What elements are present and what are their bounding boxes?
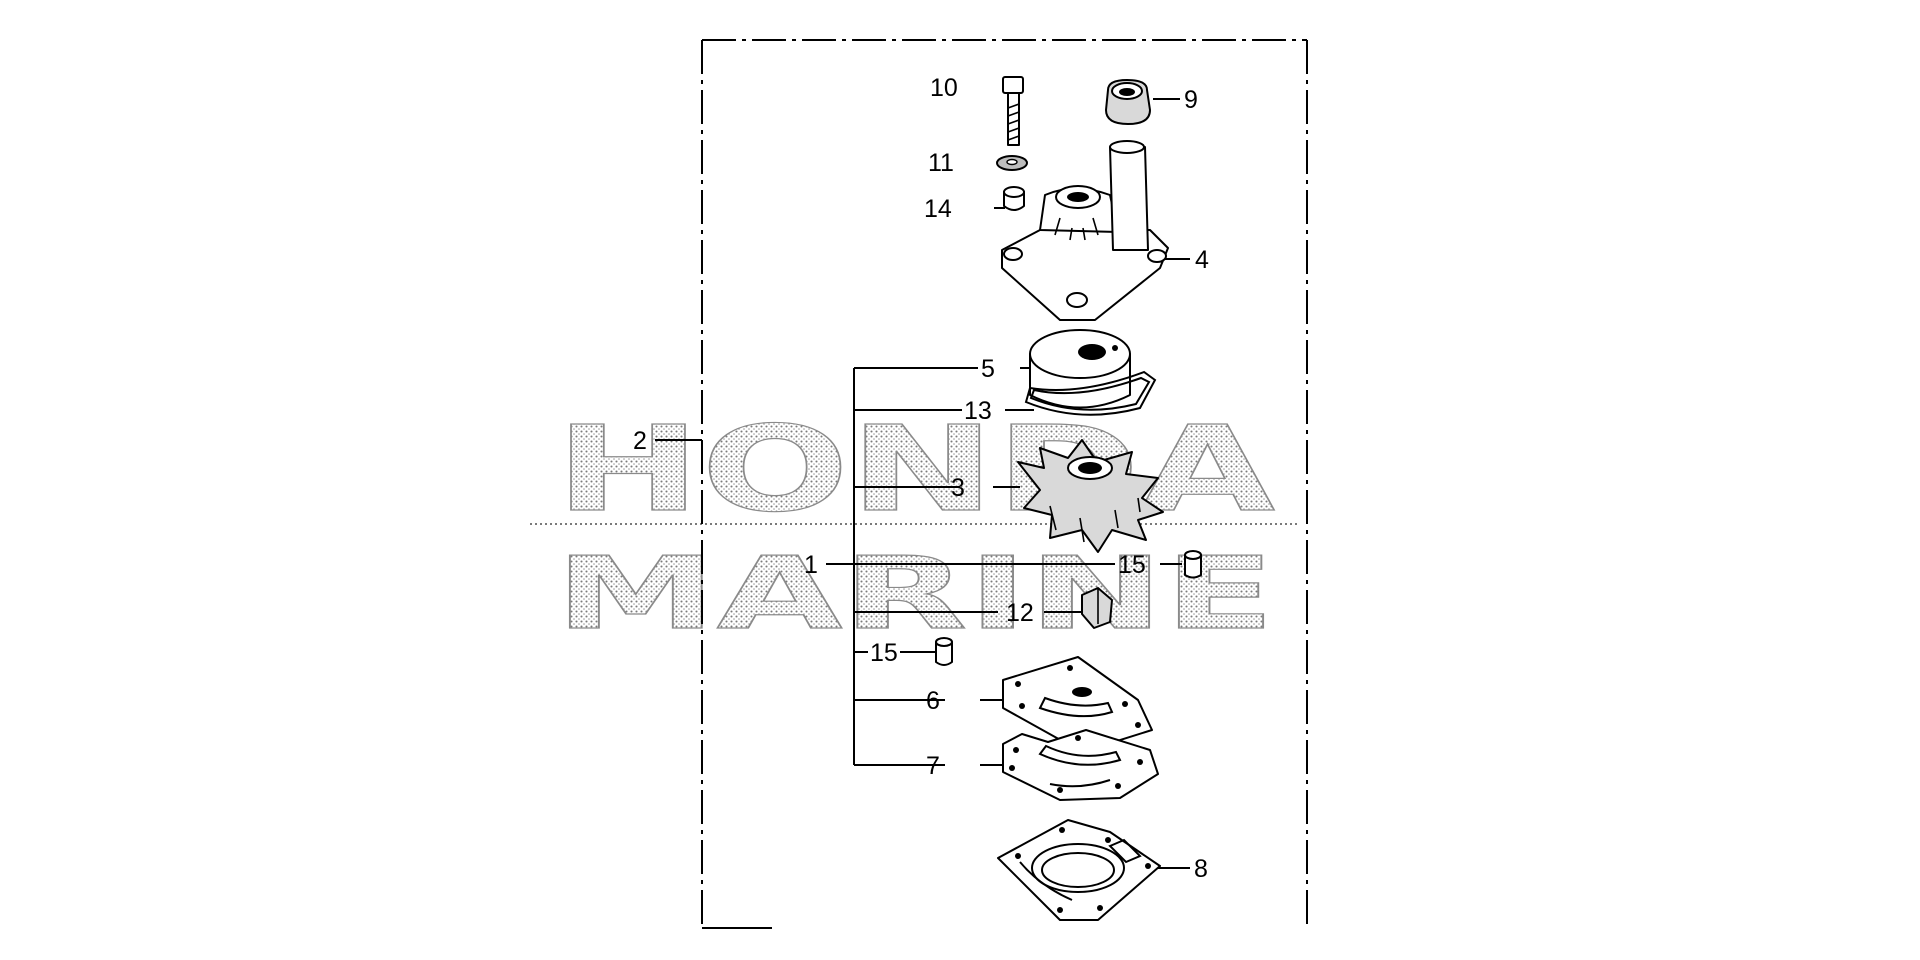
impeller-part [1017, 439, 1164, 553]
assembly-frame [701, 39, 1308, 929]
gasket-part [1002, 729, 1159, 801]
collar-part [1003, 186, 1025, 211]
pin-part-lower [935, 637, 953, 666]
callout-3: 3 [951, 474, 965, 502]
watermark-line-1: HONDA [555, 400, 1275, 538]
callout-15-upper: 15 [1118, 551, 1146, 579]
callout-13: 13 [964, 397, 992, 425]
watermark-line-2: MARINE [555, 535, 1275, 652]
callout-8: 8 [1194, 855, 1208, 883]
plate-part [1002, 656, 1153, 753]
pump-liner-part [1029, 329, 1131, 409]
callout-7: 7 [926, 752, 940, 780]
callout-5: 5 [981, 355, 995, 383]
callout-1: 1 [804, 551, 818, 579]
kit-bracket [853, 367, 998, 766]
bolt-part [1002, 76, 1024, 146]
washer-part [996, 155, 1028, 171]
callout-14: 14 [924, 195, 952, 223]
watermark-logo: HONDA MARINE [530, 399, 1300, 653]
pump-housing-part [1001, 140, 1169, 321]
callout-4: 4 [1195, 246, 1209, 274]
pin-part-upper [1184, 550, 1202, 579]
callout-6: 6 [926, 687, 940, 715]
o-ring-part [1024, 370, 1157, 416]
callout-12: 12 [1006, 599, 1034, 627]
lower-gasket-part [997, 819, 1161, 921]
key-part [1081, 587, 1113, 629]
callout-15-lower: 15 [870, 639, 898, 667]
grommet-part [1105, 79, 1151, 125]
callout-labels: 1 2 3 4 5 6 7 8 9 10 11 12 13 14 15 15 [633, 74, 1209, 883]
callout-11: 11 [928, 149, 954, 177]
callout-9: 9 [1184, 86, 1198, 114]
callout-2: 2 [633, 427, 647, 455]
callout-10: 10 [930, 74, 958, 102]
